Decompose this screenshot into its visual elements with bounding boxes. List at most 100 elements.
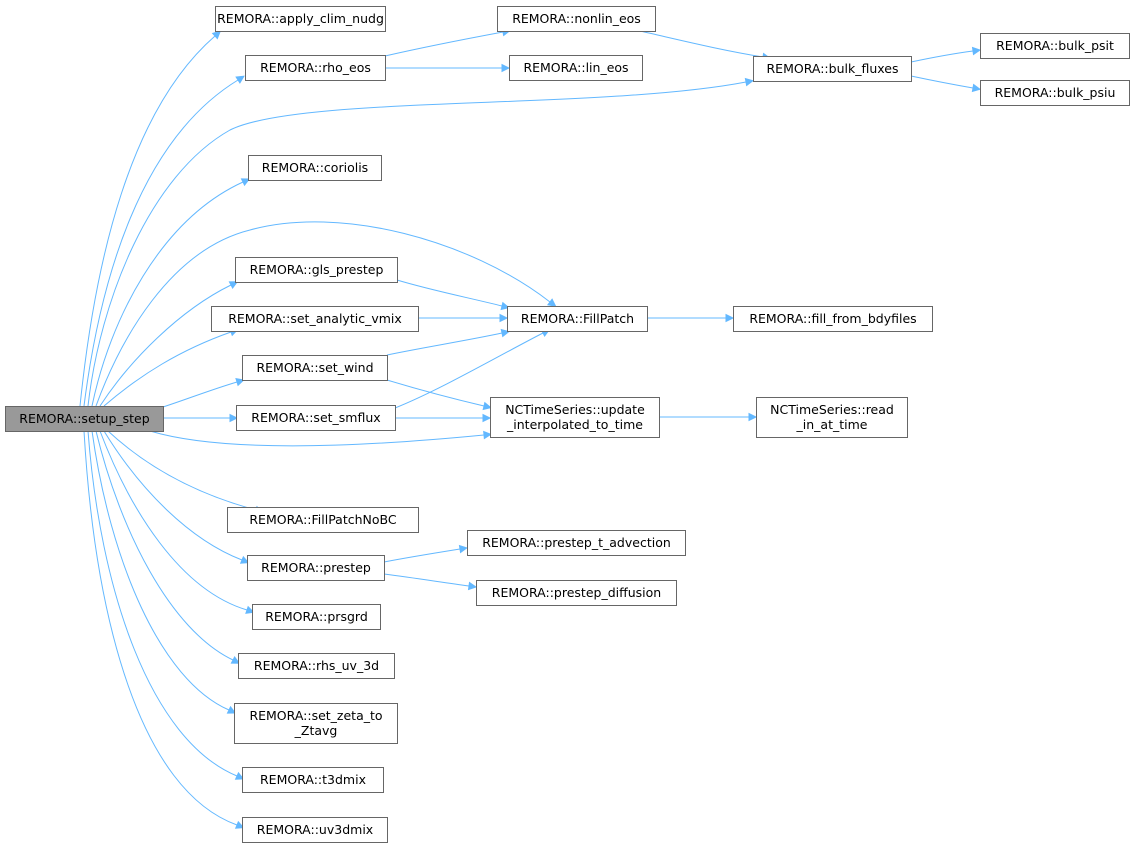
node-prestep_diffusion[interactable]: REMORA::prestep_diffusion <box>476 580 677 606</box>
node-rho_eos[interactable]: REMORA::rho_eos <box>245 55 386 81</box>
node-box <box>753 56 912 82</box>
arrowhead-set_smflux-to-update_interp <box>482 413 492 423</box>
node-box <box>509 55 643 81</box>
edge-prestep-to-prestep_diffusion <box>383 573 470 587</box>
node-box <box>235 257 398 283</box>
node-label: REMORA::prestep <box>261 560 371 575</box>
edge-bulk_fluxes-to-bulk_psit <box>910 50 974 63</box>
node-label: _Ztavg <box>294 723 338 738</box>
node-box <box>227 507 419 533</box>
node-box <box>242 817 388 843</box>
node-bulk_psit[interactable]: REMORA::bulk_psit <box>980 33 1130 59</box>
arrowhead-setup_step-to-set_smflux <box>229 413 239 423</box>
node-label: REMORA::rhs_uv_3d <box>254 658 379 673</box>
arrowhead-setup_step-to-t3dmix <box>234 771 245 780</box>
node-setup_step[interactable]: REMORA::setup_step <box>5 406 164 432</box>
node-gls_prestep[interactable]: REMORA::gls_prestep <box>235 257 398 283</box>
edge-setup_step-to-set_wind <box>159 381 238 409</box>
arrowhead-setup_step-to-gls_prestep <box>228 281 239 290</box>
arrowhead-setup_step-to-rhs_uv_3d <box>230 655 241 664</box>
arrowhead-FillPatch-to-fill_from_bdyfiles <box>725 313 735 323</box>
edge-set_wind-to-update_interp <box>386 379 485 407</box>
node-label: REMORA::set_smflux <box>251 410 380 425</box>
node-update_interp[interactable]: NCTimeSeries::update_interpolated_to_tim… <box>490 397 660 438</box>
node-apply_clim_nudg[interactable]: REMORA::apply_clim_nudg <box>215 6 386 32</box>
node-label: REMORA::coriolis <box>262 160 368 175</box>
node-box <box>242 355 388 381</box>
node-label: REMORA::lin_eos <box>523 60 628 75</box>
node-FillPatch[interactable]: REMORA::FillPatch <box>507 306 648 332</box>
node-box <box>248 155 382 181</box>
node-set_wind[interactable]: REMORA::set_wind <box>242 355 388 381</box>
edge-setup_step-to-t3dmix <box>87 430 238 777</box>
edge-set_wind-to-FillPatch <box>386 332 503 356</box>
arrowhead-setup_step-to-uv3dmix <box>234 820 245 829</box>
edge-rho_eos-to-nonlin_eos <box>384 31 504 57</box>
edge-gls_prestep-to-FillPatch <box>396 279 503 307</box>
edge-setup_step-to-set_zeta_to_Ztavg <box>91 430 230 711</box>
edge-setup_step-to-rho_eos <box>83 79 239 407</box>
node-label: REMORA::bulk_psiu <box>995 85 1116 100</box>
arrowhead-setup_step-to-set_zeta_to_Ztavg <box>226 705 237 714</box>
edge-setup_step-to-gls_prestep <box>99 284 232 407</box>
node-set_analytic_vmix[interactable]: REMORA::set_analytic_vmix <box>211 306 419 332</box>
node-prestep[interactable]: REMORA::prestep <box>247 555 385 581</box>
node-label: _in_at_time <box>796 417 868 432</box>
arrowhead-setup_step-to-update_interp <box>483 430 493 440</box>
node-uv3dmix[interactable]: REMORA::uv3dmix <box>242 817 388 843</box>
node-box <box>247 555 385 581</box>
node-box <box>211 306 419 332</box>
node-label: NCTimeSeries::read <box>770 402 894 417</box>
edge-setup_step-to-set_analytic_vmix <box>103 331 232 407</box>
arrowhead-prestep-to-prestep_t_advection <box>458 544 469 554</box>
node-box <box>733 306 933 332</box>
arrowhead-setup_step-to-FillPatch <box>547 298 557 307</box>
edge-setup_step-to-FillPatchNoBC <box>107 430 257 511</box>
node-label: REMORA::FillPatch <box>521 311 634 326</box>
node-fill_from_bdyfiles[interactable]: REMORA::fill_from_bdyfiles <box>733 306 933 332</box>
arrowhead-setup_step-to-rho_eos <box>235 75 245 84</box>
node-coriolis[interactable]: REMORA::coriolis <box>248 155 382 181</box>
node-bulk_fluxes[interactable]: REMORA::bulk_fluxes <box>753 56 912 82</box>
node-label: REMORA::t3dmix <box>260 772 366 787</box>
node-label: REMORA::prestep_diffusion <box>492 585 661 600</box>
arrowhead-gls_prestep-to-FillPatch <box>500 301 510 311</box>
node-set_smflux[interactable]: REMORA::set_smflux <box>236 405 396 431</box>
node-nonlin_eos[interactable]: REMORA::nonlin_eos <box>497 6 656 32</box>
node-label: REMORA::gls_prestep <box>250 262 384 277</box>
arrowhead-bulk_fluxes-to-bulk_psit <box>971 46 982 56</box>
edge-setup_step-to-FillPatch <box>95 221 551 407</box>
node-box <box>238 653 395 679</box>
node-read_in_at_time[interactable]: NCTimeSeries::read_in_at_time <box>756 397 908 438</box>
node-bulk_psiu[interactable]: REMORA::bulk_psiu <box>980 80 1130 106</box>
node-box <box>5 406 164 432</box>
node-label: REMORA::set_analytic_vmix <box>228 311 402 326</box>
node-rhs_uv_3d[interactable]: REMORA::rhs_uv_3d <box>238 653 395 679</box>
edge-nonlin_eos-to-bulk_fluxes <box>639 30 764 58</box>
node-box <box>234 703 398 744</box>
node-label: REMORA::prestep_t_advection <box>482 535 671 550</box>
node-prsgrd[interactable]: REMORA::prsgrd <box>252 604 381 630</box>
arrowhead-setup_step-to-coriolis <box>240 178 251 187</box>
node-label: NCTimeSeries::update <box>505 402 645 417</box>
node-label: REMORA::apply_clim_nudg <box>217 11 384 26</box>
node-box <box>507 306 648 332</box>
edge-setup_step-to-update_interp <box>149 430 485 447</box>
arrowhead-update_interp-to-read_in_at_time <box>748 412 758 422</box>
node-label: REMORA::prsgrd <box>265 609 368 624</box>
node-box <box>980 33 1130 59</box>
arrowhead-set_wind-to-FillPatch <box>500 328 510 338</box>
node-box <box>476 580 677 606</box>
node-t3dmix[interactable]: REMORA::t3dmix <box>242 767 384 793</box>
node-box <box>756 397 908 438</box>
node-label: REMORA::bulk_fluxes <box>767 61 899 76</box>
node-lin_eos[interactable]: REMORA::lin_eos <box>509 55 643 81</box>
edge-setup_step-to-uv3dmix <box>83 430 238 826</box>
node-prestep_t_advection[interactable]: REMORA::prestep_t_advection <box>467 530 686 556</box>
node-label: REMORA::setup_step <box>19 411 149 426</box>
node-set_zeta_to_Ztavg[interactable]: REMORA::set_zeta_to_Ztavg <box>234 703 398 744</box>
arrowhead-setup_step-to-bulk_fluxes <box>744 77 754 87</box>
node-box <box>242 767 384 793</box>
node-FillPatchNoBC[interactable]: REMORA::FillPatchNoBC <box>227 507 419 533</box>
